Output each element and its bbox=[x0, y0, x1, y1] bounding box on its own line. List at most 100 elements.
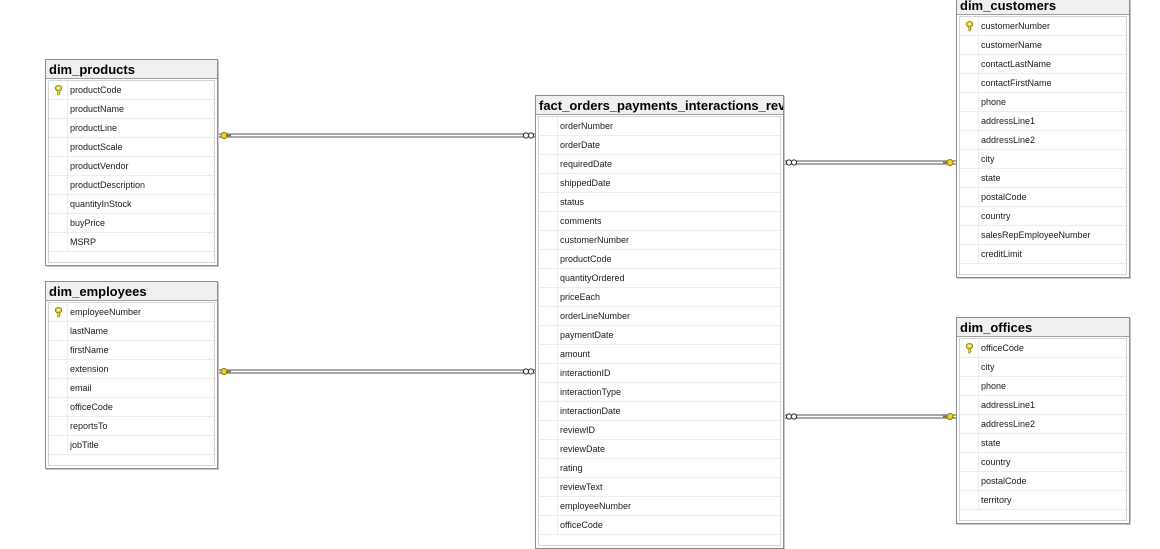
column-row[interactable]: salesRepEmployeeNumber bbox=[960, 226, 1126, 245]
column-row[interactable]: addressLine1 bbox=[960, 396, 1126, 415]
relationship-employees-fact[interactable] bbox=[218, 368, 536, 375]
column-row[interactable]: contactFirstName bbox=[960, 74, 1126, 93]
column-row[interactable]: customerNumber bbox=[960, 17, 1126, 36]
column-name: buyPrice bbox=[70, 218, 106, 228]
column-row[interactable]: reportsTo bbox=[49, 417, 214, 436]
column-name: quantityInStock bbox=[70, 199, 132, 209]
column-row[interactable]: productDescription bbox=[49, 176, 214, 195]
column-row[interactable]: addressLine2 bbox=[960, 131, 1126, 150]
row-selector bbox=[960, 472, 979, 490]
column-row[interactable]: productVendor bbox=[49, 157, 214, 176]
column-row[interactable]: orderNumber bbox=[539, 117, 780, 136]
column-row[interactable]: firstName bbox=[49, 341, 214, 360]
table-title[interactable]: fact_orders_payments_interactions_revie bbox=[536, 96, 783, 115]
empty-row bbox=[539, 535, 780, 545]
column-row[interactable]: reviewText bbox=[539, 478, 780, 497]
relationship-fact-customers[interactable] bbox=[784, 159, 956, 166]
column-row[interactable]: buyPrice bbox=[49, 214, 214, 233]
column-row[interactable]: employeeNumber bbox=[539, 497, 780, 516]
column-row[interactable]: reviewID bbox=[539, 421, 780, 440]
column-row[interactable]: country bbox=[960, 207, 1126, 226]
many-end-infinity-icon bbox=[785, 159, 798, 166]
column-row[interactable]: orderLineNumber bbox=[539, 307, 780, 326]
column-row[interactable]: country bbox=[960, 453, 1126, 472]
column-row[interactable]: jobTitle bbox=[49, 436, 214, 455]
column-row[interactable]: MSRP bbox=[49, 233, 214, 252]
relationship-fact-offices[interactable] bbox=[784, 413, 956, 420]
column-row[interactable]: employeeNumber bbox=[49, 303, 214, 322]
column-row[interactable]: productName bbox=[49, 100, 214, 119]
column-name: city bbox=[981, 362, 995, 372]
column-row[interactable]: state bbox=[960, 169, 1126, 188]
column-row[interactable]: productCode bbox=[539, 250, 780, 269]
column-row[interactable]: city bbox=[960, 150, 1126, 169]
table-dim-products[interactable]: dim_products productCode productName produ… bbox=[45, 59, 218, 266]
column-row[interactable]: rating bbox=[539, 459, 780, 478]
column-row[interactable]: addressLine1 bbox=[960, 112, 1126, 131]
column-row[interactable]: status bbox=[539, 193, 780, 212]
column-row[interactable]: officeCode bbox=[49, 398, 214, 417]
column-name: jobTitle bbox=[70, 440, 99, 450]
column-row[interactable]: productScale bbox=[49, 138, 214, 157]
column-row[interactable]: email bbox=[49, 379, 214, 398]
column-row[interactable]: interactionDate bbox=[539, 402, 780, 421]
column-name: quantityOrdered bbox=[560, 273, 625, 283]
column-row[interactable]: extension bbox=[49, 360, 214, 379]
table-title[interactable]: dim_employees bbox=[46, 282, 217, 301]
column-name: productName bbox=[70, 104, 125, 114]
column-row[interactable]: priceEach bbox=[539, 288, 780, 307]
column-name: requiredDate bbox=[560, 159, 613, 169]
column-row[interactable]: officeCode bbox=[539, 516, 780, 535]
relationship-products-fact[interactable] bbox=[218, 132, 536, 139]
table-title[interactable]: dim_products bbox=[46, 60, 217, 79]
table-title[interactable]: dim_offices bbox=[957, 318, 1129, 337]
column-row[interactable]: postalCode bbox=[960, 188, 1126, 207]
column-row[interactable]: addressLine2 bbox=[960, 415, 1126, 434]
column-row[interactable]: phone bbox=[960, 377, 1126, 396]
column-row[interactable]: paymentDate bbox=[539, 326, 780, 345]
column-name: officeCode bbox=[70, 402, 113, 412]
row-selector bbox=[960, 188, 979, 206]
column-row[interactable]: state bbox=[960, 434, 1126, 453]
column-row[interactable]: interactionType bbox=[539, 383, 780, 402]
table-title[interactable]: dim_customers bbox=[957, 0, 1129, 15]
column-name: productLine bbox=[70, 123, 118, 133]
column-row[interactable]: postalCode bbox=[960, 472, 1126, 491]
column-row[interactable]: interactionID bbox=[539, 364, 780, 383]
row-selector bbox=[539, 231, 558, 249]
column-row[interactable]: city bbox=[960, 358, 1126, 377]
column-row[interactable]: productLine bbox=[49, 119, 214, 138]
table-fact-orders[interactable]: fact_orders_payments_interactions_revie … bbox=[535, 95, 784, 549]
column-row[interactable]: productCode bbox=[49, 81, 214, 100]
column-row[interactable]: territory bbox=[960, 491, 1126, 510]
column-row[interactable]: orderDate bbox=[539, 136, 780, 155]
row-selector bbox=[539, 364, 558, 382]
row-selector bbox=[49, 341, 68, 359]
column-row[interactable]: amount bbox=[539, 345, 780, 364]
column-row[interactable]: customerName bbox=[960, 36, 1126, 55]
column-row[interactable]: lastName bbox=[49, 322, 214, 341]
row-selector bbox=[539, 402, 558, 420]
column-name: phone bbox=[981, 97, 1007, 107]
column-row[interactable]: quantityOrdered bbox=[539, 269, 780, 288]
column-row[interactable]: contactLastName bbox=[960, 55, 1126, 74]
column-row[interactable]: shippedDate bbox=[539, 174, 780, 193]
column-name: employeeNumber bbox=[560, 501, 632, 511]
column-name: city bbox=[981, 154, 995, 164]
column-row[interactable]: customerNumber bbox=[539, 231, 780, 250]
column-row[interactable]: quantityInStock bbox=[49, 195, 214, 214]
column-row[interactable]: reviewDate bbox=[539, 440, 780, 459]
column-name: productScale bbox=[70, 142, 123, 152]
column-row[interactable]: requiredDate bbox=[539, 155, 780, 174]
row-selector bbox=[960, 150, 979, 168]
column-row[interactable]: officeCode bbox=[960, 339, 1126, 358]
column-row[interactable]: phone bbox=[960, 93, 1126, 112]
column-name: orderNumber bbox=[560, 121, 614, 131]
column-name: shippedDate bbox=[560, 178, 611, 188]
row-selector bbox=[960, 207, 979, 225]
column-row[interactable]: comments bbox=[539, 212, 780, 231]
column-row[interactable]: creditLimit bbox=[960, 245, 1126, 264]
